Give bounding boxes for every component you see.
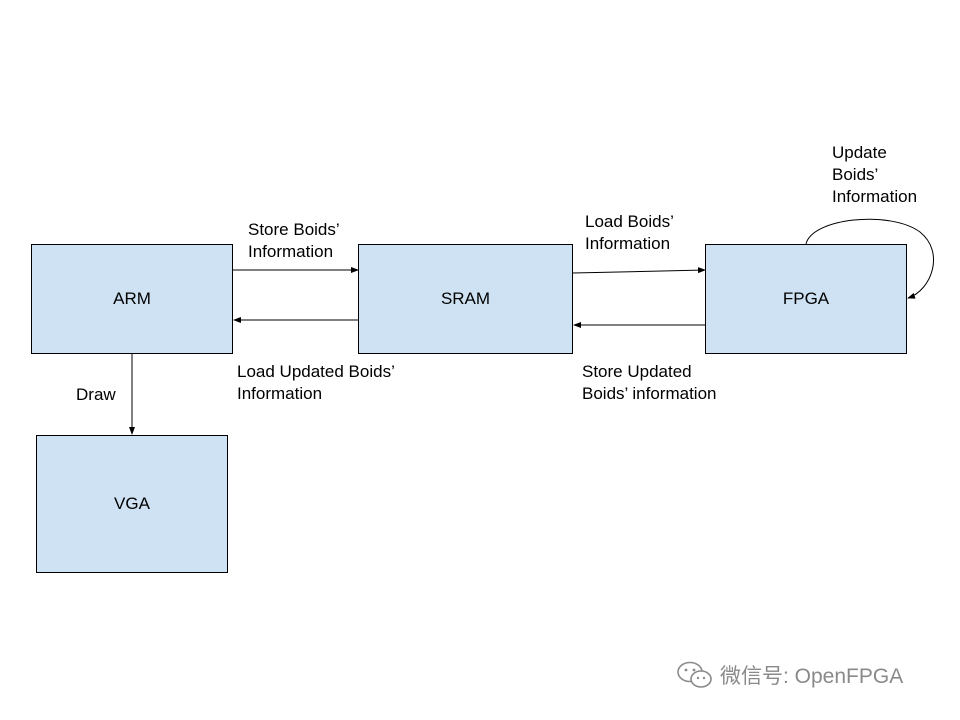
arm-box: ARM [31,244,233,354]
vga-label: VGA [114,494,150,513]
store-boids-label: Store Boids’ Information [248,220,340,261]
store-updated-boids-label: Store Updated Boids’ information [582,362,717,403]
load-boids-label: Load Boids’ Information [585,212,674,253]
fpga-label: FPGA [782,289,830,308]
arrow-fpga-self-loop [805,218,934,299]
sram-label: SRAM [440,289,491,308]
arrow-sram-to-fpga [572,267,706,274]
wechat-icon [677,661,712,688]
arm-label: ARM [113,289,151,308]
load-updated-boids-label: Load Updated Boids’ Information [237,362,395,403]
update-boids-label: Update Boids’ Information [832,143,918,206]
sram-box: SRAM [358,244,573,354]
draw-label: Draw [76,385,116,404]
vga-box: VGA [36,435,228,573]
watermark: 微信号: OpenFPGA [676,660,903,690]
fpga-box: FPGA [705,244,907,354]
watermark-text: 微信号: OpenFPGA [720,665,904,688]
